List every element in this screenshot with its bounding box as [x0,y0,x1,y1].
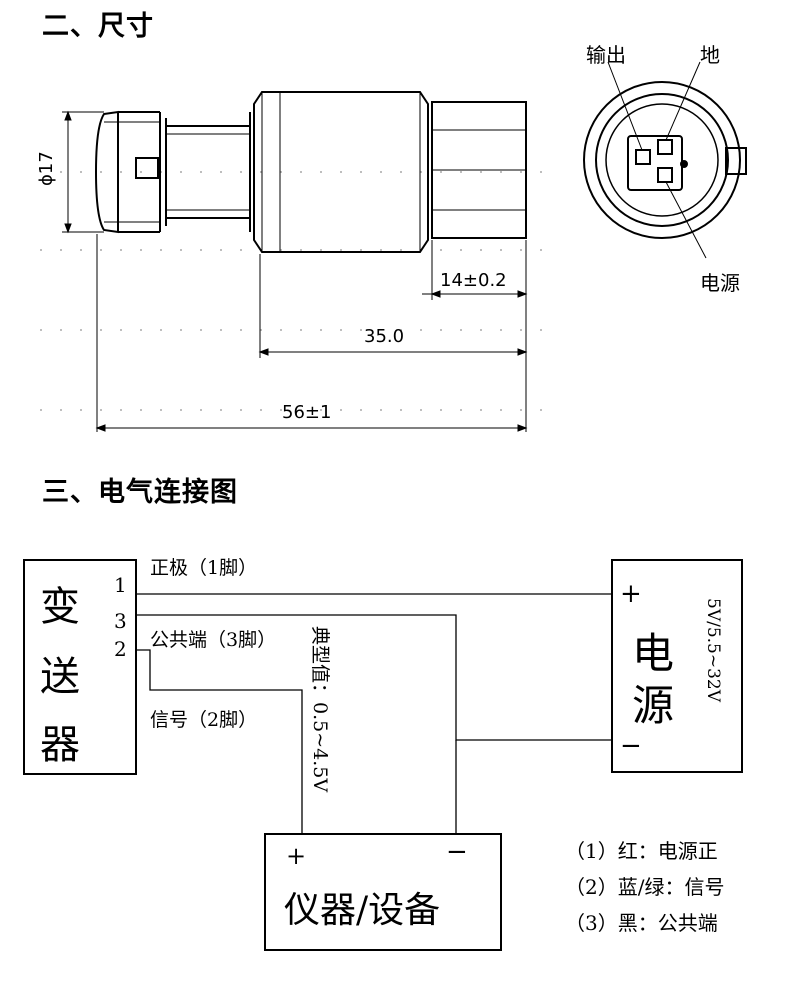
connector-face [583,81,747,239]
transmitter-box [23,559,137,775]
hex-length-label: 14±0.2 [440,270,507,291]
total-length-label: 56±1 [282,402,331,423]
wire-positive-label: 正极（1脚） [150,557,257,579]
power-box [611,559,743,773]
pin-number-1: 1 [114,573,127,597]
wiring-section-title: 三、电气连接图 [42,477,238,508]
pin-output [635,149,651,165]
dimensions-section-title: 二、尺寸 [42,11,154,42]
typical-value-label: 典型值：0.5~4.5V [309,626,331,792]
power-char-2: 源 [632,681,674,730]
pin-number-3: 3 [114,609,127,633]
wire-signal-label: 信号（2脚） [150,709,257,731]
power-minus: − [620,731,642,761]
pin-ground-label: 地 [700,43,720,67]
transmitter-char-1: 变 [40,584,80,630]
transmitter-char-2: 送 [40,654,80,700]
legend-item-2: （2）蓝/绿：信号 [565,875,724,899]
power-char-1: 电 [632,629,674,678]
latch-tab [135,157,159,179]
diameter-label: ϕ17 [36,151,57,186]
instrument-plus: + [286,842,306,870]
body-length-label: 35.0 [364,326,404,347]
wires [136,593,612,834]
pin-number-2: 2 [114,637,127,661]
connector-cap-outline [94,110,119,234]
pin-ground [657,139,673,155]
instrument-box [264,833,502,951]
pin-power [657,167,673,183]
power-plus: + [620,579,642,609]
instrument-label: 仪器/设备 [284,890,440,931]
transmitter-char-3: 器 [40,722,80,768]
wire-common-label: 公共端（3脚） [150,629,276,651]
main-body-outline [253,91,429,253]
pin-output-label: 输出 [586,43,626,67]
pin-power-label: 电源 [700,271,740,295]
legend-item-1: （1）红：电源正 [565,839,718,863]
legend-item-3: （3）黑：公共端 [565,911,718,935]
power-spec: 5V/5.5~32V [703,598,723,703]
instrument-minus: − [446,837,468,867]
